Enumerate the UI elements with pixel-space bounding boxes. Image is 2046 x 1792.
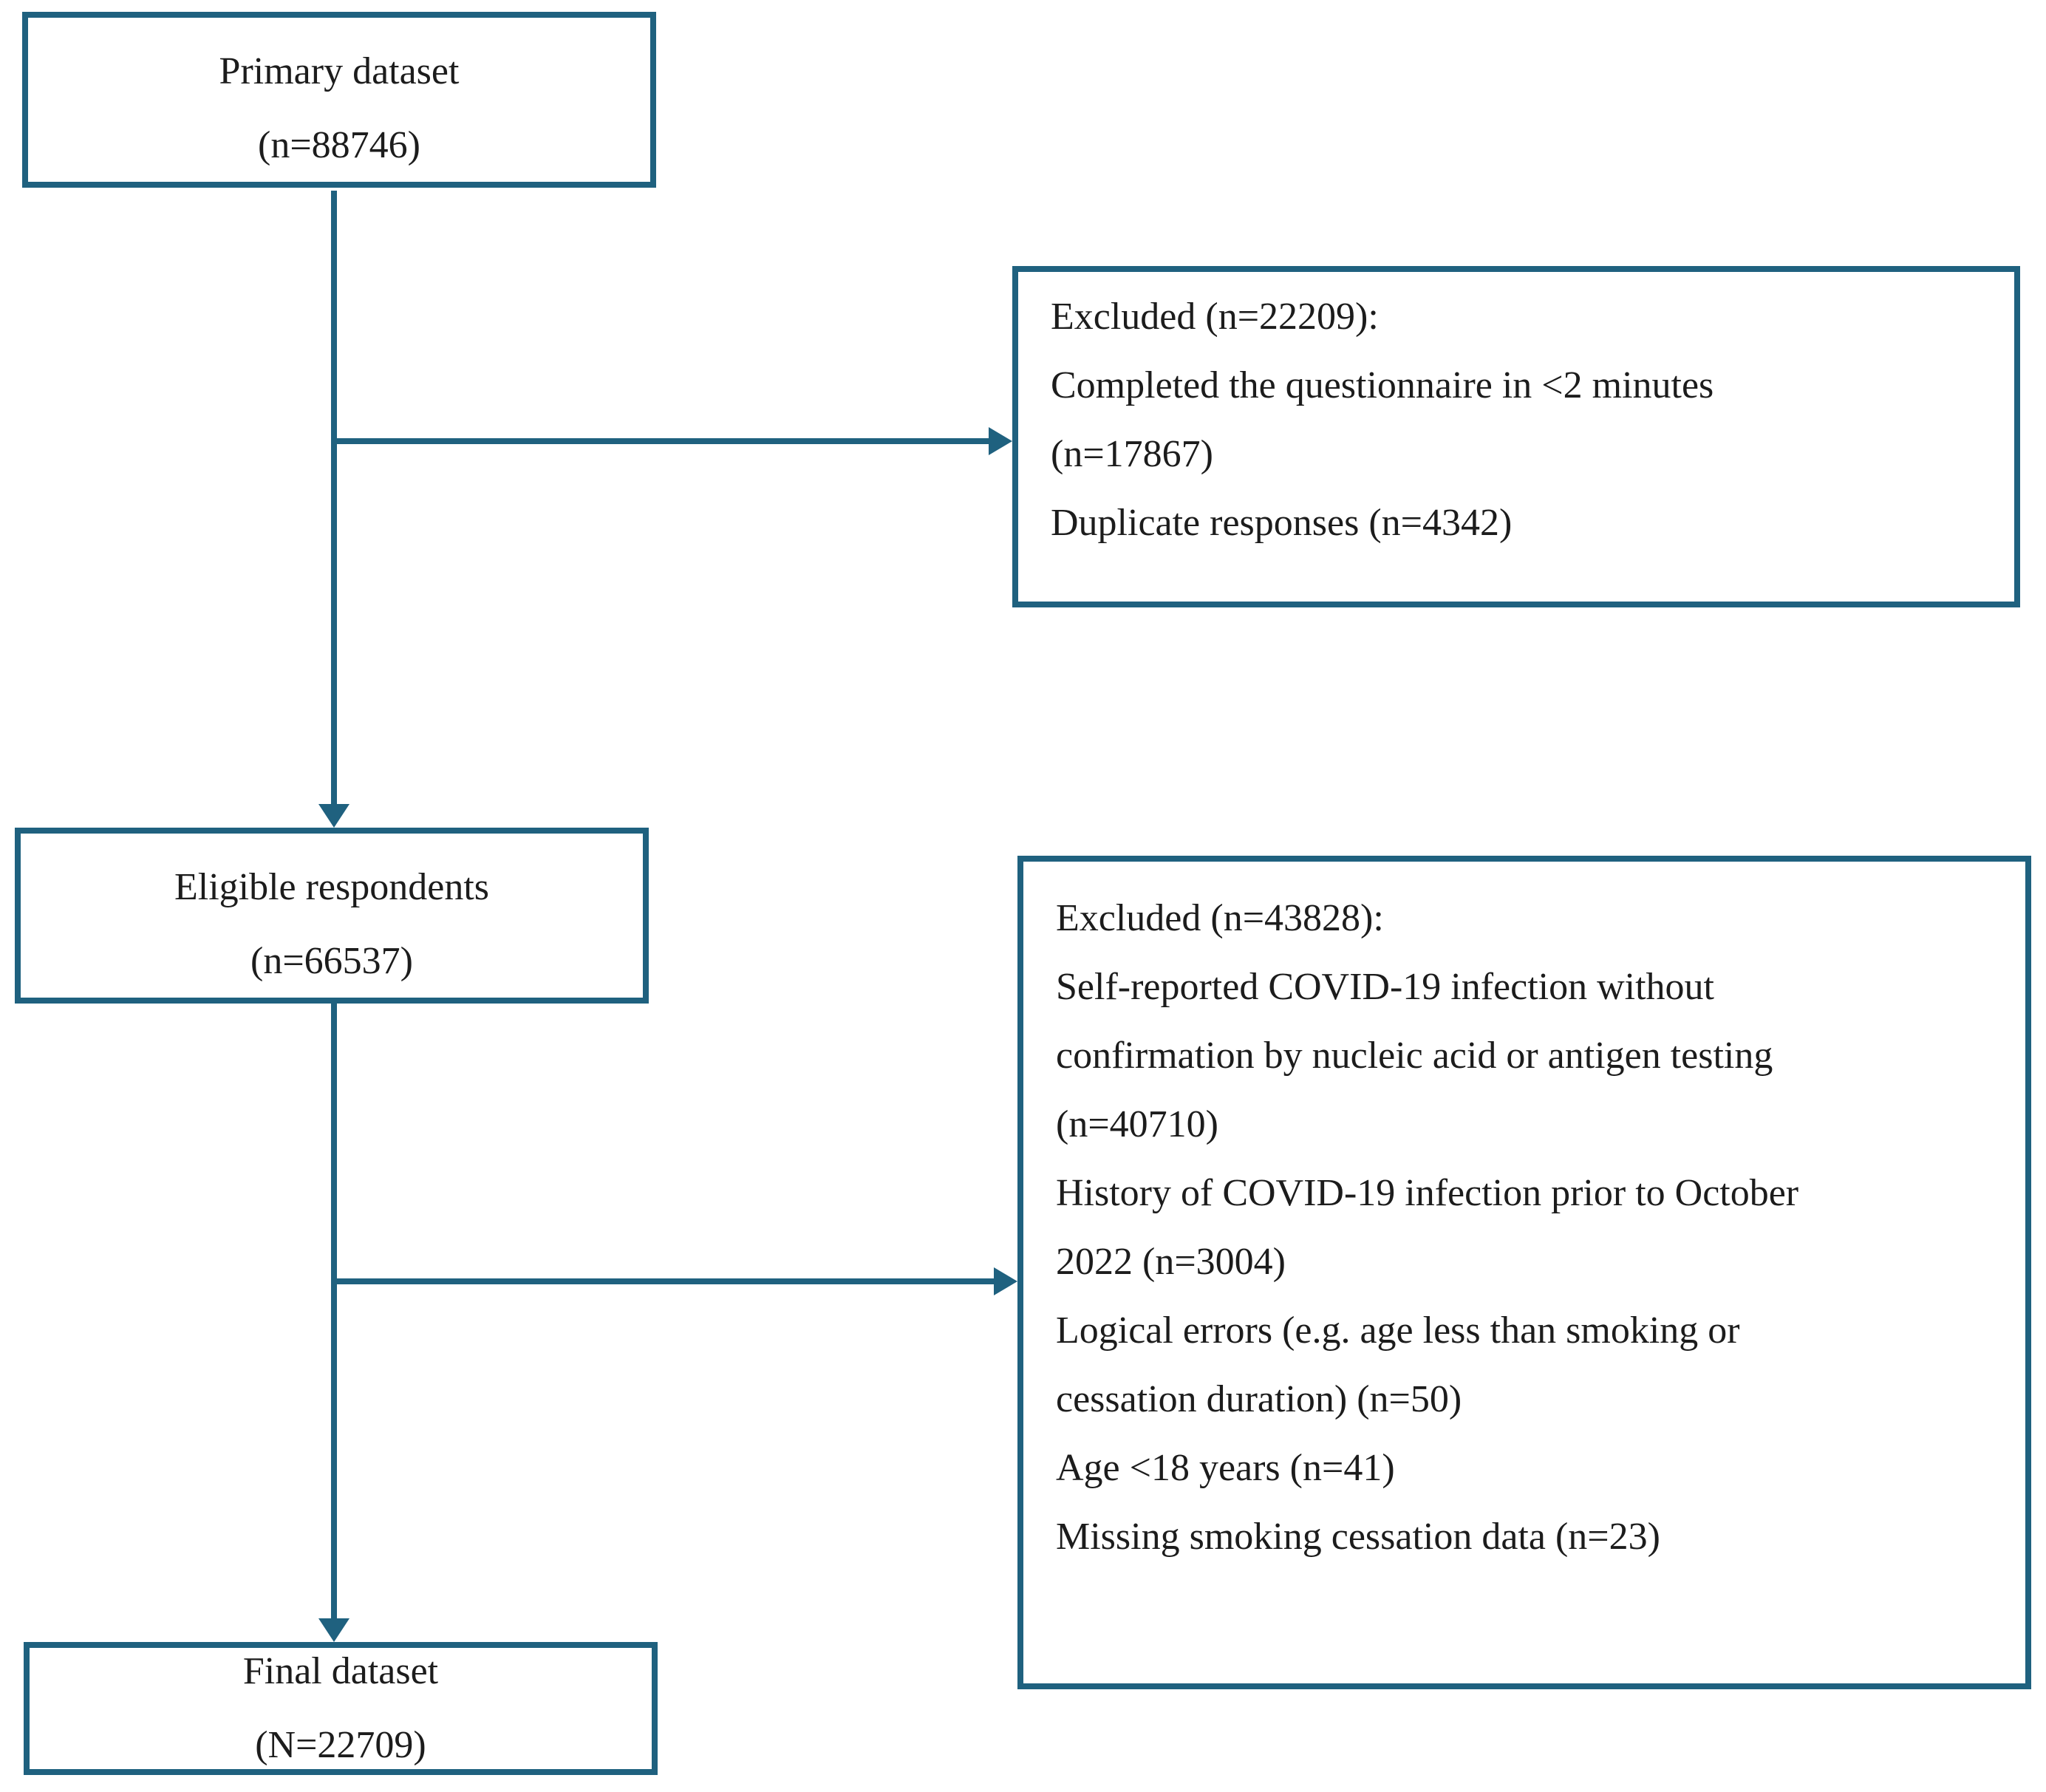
excluded-2-header: Excluded (n=43828): <box>1056 897 1384 939</box>
arrowhead-right-excluded-1 <box>989 427 1012 455</box>
eligible-count: (n=66537) <box>250 940 413 982</box>
final-dataset-title: Final dataset <box>242 1650 439 1692</box>
excluded-1-reason: (n=17867) <box>1051 433 1213 475</box>
excluded-2-reason: Age <18 years (n=41) <box>1056 1447 1395 1489</box>
branch-line-excluded-1 <box>334 438 989 444</box>
primary-dataset-count: (n=88746) <box>258 124 420 166</box>
excluded-2-reason: confirmation by nucleic acid or antigen … <box>1056 1035 1773 1077</box>
connector-line-eligible-to-final <box>331 1004 337 1618</box>
arrowhead-right-excluded-2 <box>994 1267 1017 1295</box>
excluded-2-reason: Self-reported COVID-19 infection without <box>1056 966 1715 1008</box>
arrowhead-down-final <box>318 1618 349 1642</box>
excluded-1-reason: Completed the questionnaire in <2 minute… <box>1051 364 1714 406</box>
eligible-respondents-box: Eligible respondents (n=66537) <box>15 828 649 1004</box>
final-dataset-count: (N=22709) <box>255 1724 426 1766</box>
excluded-1-reason: Duplicate responses (n=4342) <box>1051 502 1513 544</box>
excluded-2-reason: History of COVID-19 infection prior to O… <box>1056 1172 1799 1214</box>
excluded-2-reason: 2022 (n=3004) <box>1056 1241 1286 1283</box>
eligible-title: Eligible respondents <box>174 866 490 908</box>
excluded-2-reason: Logical errors (e.g. age less than smoki… <box>1056 1309 1740 1352</box>
branch-line-excluded-2 <box>334 1278 994 1284</box>
excluded-box-2: Excluded (n=43828): Self-reported COVID-… <box>1017 856 2031 1689</box>
arrowhead-down-eligible <box>318 804 349 828</box>
final-dataset-box: Final dataset (N=22709) <box>24 1642 658 1775</box>
primary-dataset-box: Primary dataset (n=88746) <box>22 12 656 188</box>
excluded-2-reason: Missing smoking cessation data (n=23) <box>1056 1516 1660 1558</box>
primary-dataset-title: Primary dataset <box>219 50 460 92</box>
excluded-1-header: Excluded (n=22209): <box>1051 296 1379 338</box>
excluded-2-reason: (n=40710) <box>1056 1103 1218 1145</box>
excluded-2-reason: cessation duration) (n=50) <box>1056 1378 1462 1420</box>
connector-line-primary-to-eligible <box>331 191 337 805</box>
excluded-box-1: Excluded (n=22209): Completed the questi… <box>1012 266 2020 607</box>
